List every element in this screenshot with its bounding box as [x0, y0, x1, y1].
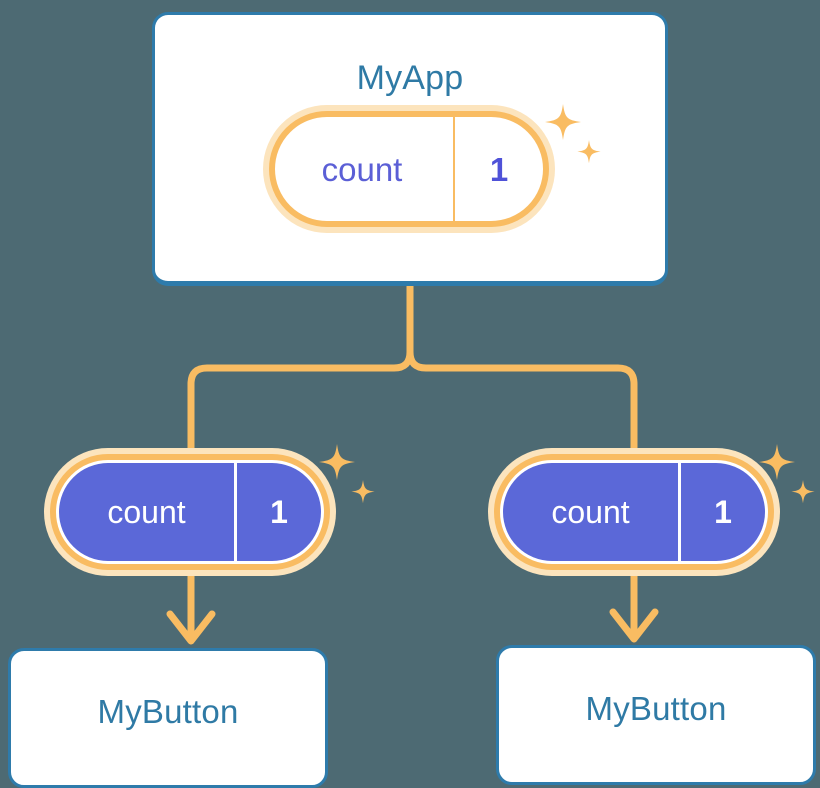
state-flow-branch-right: [406, 351, 638, 448]
state-pill-left-inner: count 1: [50, 454, 330, 570]
button-component-card-left[interactable]: MyButton: [8, 648, 328, 788]
connector-layer: [166, 286, 659, 645]
state-pill-right-value: 1: [714, 494, 732, 530]
state-pill-left-value: 1: [270, 494, 288, 530]
page-title: MyApp: [356, 59, 464, 97]
button-card-title-left: MyButton: [97, 693, 239, 730]
state-pill-left[interactable]: count 1: [44, 448, 336, 576]
state-pill-right[interactable]: count 1: [488, 448, 780, 576]
state-pill-app-inner: count 1: [269, 111, 549, 227]
state-pill-app-key: count: [275, 117, 455, 221]
button-card-title-right: MyButton: [585, 690, 727, 727]
state-pill-app[interactable]: count 1: [263, 105, 555, 233]
state-pill-left-body: count 1: [59, 463, 321, 561]
state-pill-app-value: 1: [489, 150, 509, 188]
state-flow-branch-left: [187, 351, 414, 448]
state-pill-right-key: count: [503, 463, 681, 561]
state-pill-right-inner: count 1: [494, 454, 774, 570]
state-pill-right-body: count 1: [503, 463, 765, 561]
arrow-head-left-icon: [166, 610, 216, 645]
button-component-card-right[interactable]: MyButton: [496, 645, 816, 785]
diagram-canvas: MyApp count 1 count 1 MyButton count: [8, 12, 816, 788]
arrow-head-right-icon: [609, 608, 659, 643]
state-pill-left-key: count: [59, 463, 237, 561]
